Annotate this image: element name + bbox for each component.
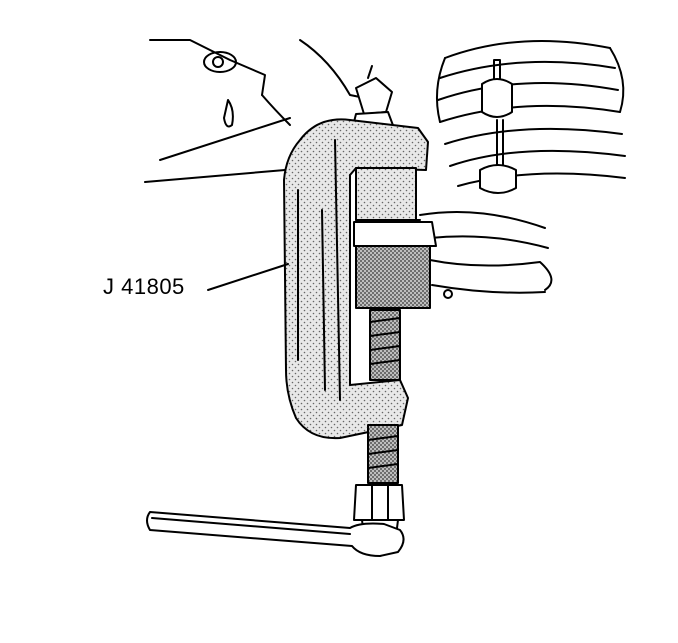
coil-spring [436, 40, 626, 187]
lower-receiver [355, 245, 431, 309]
upper-receiver-cup [355, 167, 421, 221]
tool-callout-label: J 41805 [103, 274, 185, 299]
ratchet-wrench [146, 511, 405, 557]
lower-control-arm [419, 211, 553, 299]
callout-leader-line [207, 263, 289, 291]
ball-joint [353, 221, 437, 247]
stabilizer-link [479, 59, 517, 194]
c-clamp-frame [283, 118, 429, 440]
steering-knuckle-outline [144, 39, 376, 183]
forcing-screw [367, 309, 401, 484]
